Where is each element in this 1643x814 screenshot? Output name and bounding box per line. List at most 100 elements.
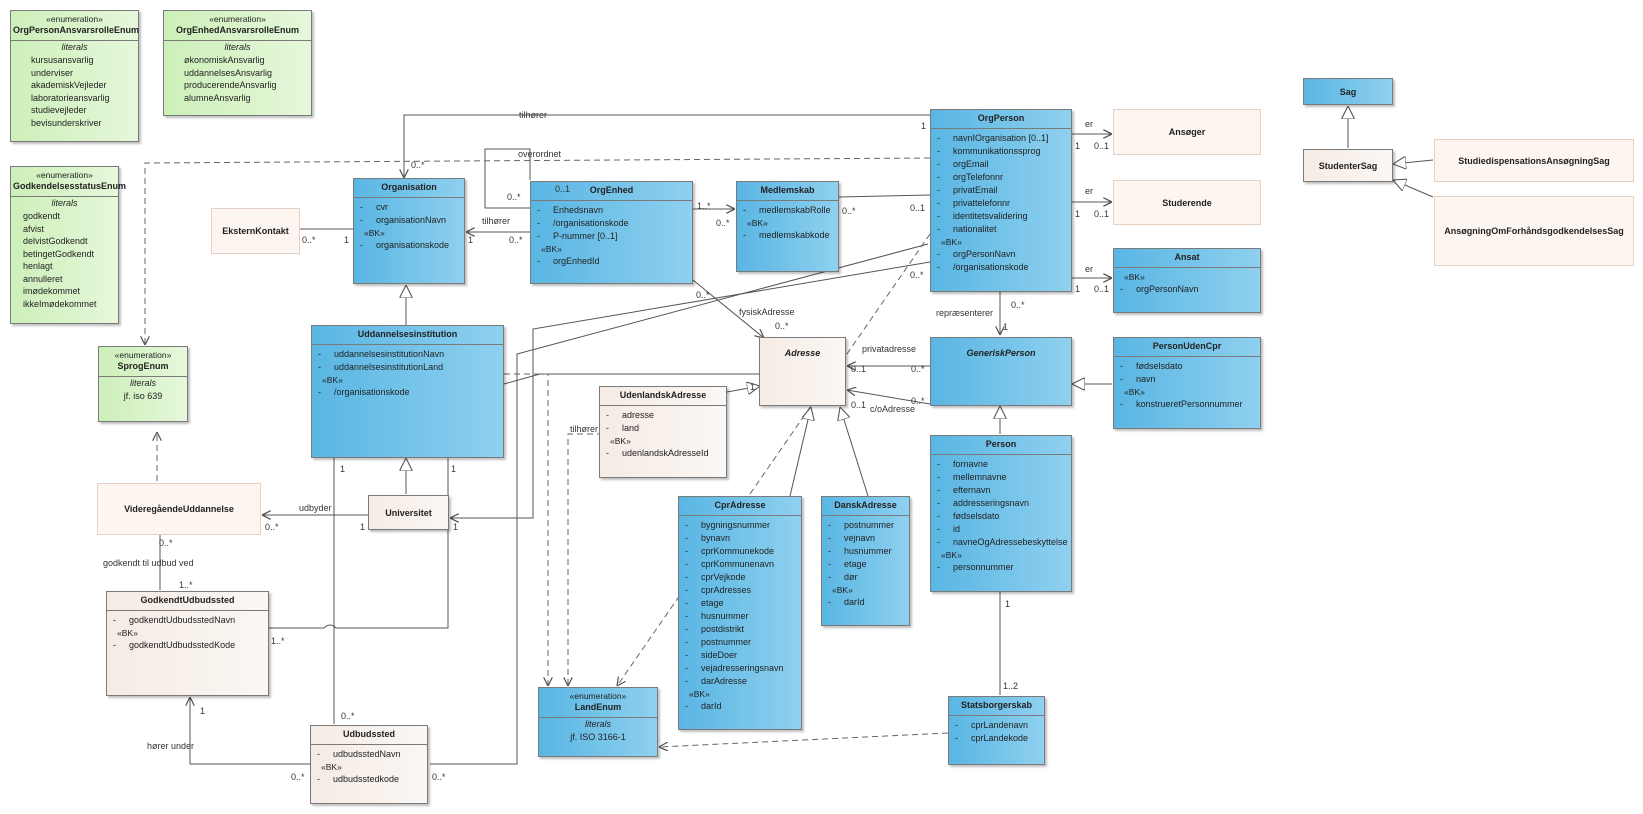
attribute: -konstrueretPersonnummer <box>1120 399 1243 409</box>
class-name: EksternKontakt <box>222 226 289 236</box>
enum-land: «enumeration» LandEnum literals jf. ISO … <box>538 687 658 757</box>
attribute: -bynavn <box>685 533 731 543</box>
literals-label: literals <box>51 198 78 208</box>
class-name: SprogEnum <box>99 360 187 377</box>
attribute: -husnummer <box>685 611 749 621</box>
multiplicity: 0..* <box>291 772 305 782</box>
role-label: tilhører <box>482 216 511 226</box>
multiplicity: 0..1 <box>555 184 571 194</box>
attribute: -/organisationskode <box>318 387 410 397</box>
attribute: -privattelefonnr <box>937 198 1011 208</box>
attribute: -orgPersonNavn <box>937 249 1016 259</box>
class-studerende: Studerende <box>1113 180 1261 225</box>
class-ansoger: Ansøger <box>1113 109 1261 155</box>
class-name: Statsborgerskab <box>949 697 1044 716</box>
class-name: GodkendelsesstatusEnum <box>11 180 126 197</box>
multiplicity: 1 <box>451 464 457 474</box>
bk-stereotype: «BK» <box>832 585 853 595</box>
class-name: AnsøgningOmForhåndsgodkendelsesSag <box>1444 226 1624 236</box>
bk-stereotype: «BK» <box>941 237 962 247</box>
class-name: Studerende <box>1162 197 1212 208</box>
bk-stereotype: «BK» <box>321 762 342 772</box>
attribute: -identitetsvalidering <box>937 211 1028 221</box>
attribute: -fornavne <box>937 459 989 469</box>
multiplicity: 1 <box>344 235 350 245</box>
attribute: -/organisationskode <box>537 218 629 228</box>
stereotype: «enumeration» <box>36 170 93 180</box>
class-studiedispensationsansogningsag: StudiedispensationsAnsøgningSag <box>1434 139 1634 182</box>
class-name: OrgPersonAnsvarsrolleEnum <box>11 24 139 41</box>
class-ansogningomforhandsgodkendelsessag: AnsøgningOmForhåndsgodkendelsesSag <box>1434 196 1634 266</box>
attribute: -godkendtUdbudsstedKode <box>113 640 236 650</box>
bk-stereotype: «BK» <box>117 628 138 638</box>
class-statsborgerskab: Statsborgerskab -cprLandenavn -cprLandek… <box>948 696 1045 765</box>
dep-orgperson-sprogenum <box>145 157 931 345</box>
multiplicity: 1 <box>1005 599 1011 609</box>
attribute: -mellemnavne <box>937 472 1007 482</box>
dep-uddannelses-landenum <box>504 373 548 686</box>
attribute: -etage <box>828 559 867 569</box>
attribute: -orgTelefonnr <box>937 172 1004 182</box>
bk-stereotype: «BK» <box>689 689 710 699</box>
class-name: GodkendtUdbudssted <box>107 592 268 611</box>
attribute: -bygningsnummer <box>685 520 771 530</box>
multiplicity: 1 <box>1075 209 1081 219</box>
class-godkendtudbudssted: GodkendtUdbudssted -godkendtUdbudsstedNa… <box>106 591 269 696</box>
class-adresse: Adresse <box>759 337 846 406</box>
class-person: Person -fornavne -mellemnavne -efternavn… <box>930 435 1072 592</box>
role-label: tilhører <box>570 424 599 434</box>
enum-sprog: «enumeration» SprogEnum literals jf. iso… <box>98 346 188 422</box>
attribute: -cprLandenavn <box>955 720 1029 730</box>
multiplicity: 0..1 <box>1094 209 1110 219</box>
literals-label: literals <box>61 42 88 52</box>
multiplicity: 1 <box>1075 141 1081 151</box>
attribute: -udenlandskAdresseId <box>606 448 709 458</box>
attribute: -uddannelsesinstitutionLand <box>318 362 444 372</box>
class-ansat: Ansat «BK» -orgPersonNavn <box>1113 248 1261 313</box>
multiplicity: 0..* <box>1011 300 1025 310</box>
attribute: -uddannelsesinstitutionNavn <box>318 349 445 359</box>
multiplicity: 0..* <box>302 235 316 245</box>
attribute: -cvr <box>360 202 388 212</box>
attribute: -P-nummer [0..1] <box>537 231 618 241</box>
role-label: godkendt til udbud ved <box>103 558 194 568</box>
role-label: c/oAdresse <box>870 404 916 414</box>
attribute: -sideDoer <box>685 650 738 660</box>
class-name: VideregåendeUddannelse <box>124 504 234 514</box>
multiplicity: 0..1 <box>910 203 926 213</box>
attribute: -udbudsstedNavn <box>317 749 401 759</box>
multiplicity: 1 <box>750 382 756 392</box>
attribute: -darAdresse <box>685 676 748 686</box>
attribute: -postnummer <box>828 520 895 530</box>
bk-stereotype: «BK» <box>364 228 385 238</box>
attribute: -cprKommunenavn <box>685 559 775 569</box>
class-organisation: Organisation -cvr -organisationNavn «BK»… <box>353 178 465 284</box>
multiplicity: 1 <box>453 522 459 532</box>
attribute: -Enhedsnavn <box>537 205 604 215</box>
stereotype: «enumeration» <box>46 14 103 24</box>
stereotype: «enumeration» <box>114 350 172 360</box>
class-personudencpr: PersonUdenCpr -fødselsdato -navn «BK» -k… <box>1113 337 1261 429</box>
class-name: OrgEnhedAnsvarsrolleEnum <box>164 24 311 41</box>
class-eksternkontakt: EksternKontakt <box>211 208 300 254</box>
attribute: -orgEnhedId <box>537 256 600 266</box>
bk-stereotype: «BK» <box>322 375 343 385</box>
bk-stereotype: «BK» <box>541 244 562 254</box>
attribute: -darId <box>828 597 865 607</box>
attribute: -cprVejkode <box>685 572 746 582</box>
class-generiskperson: GeneriskPerson <box>930 337 1072 406</box>
attribute: -cprLandekode <box>955 733 1029 743</box>
multiplicity: 0..* <box>911 396 925 406</box>
class-name: Ansat <box>1114 249 1260 268</box>
bk-stereotype: «BK» <box>1124 272 1145 282</box>
class-name: Person <box>931 436 1071 455</box>
multiplicity: 0..* <box>509 235 523 245</box>
attribute: -cprKommunekode <box>685 546 775 556</box>
attribute: -/organisationskode <box>937 262 1029 272</box>
multiplicity: 1 <box>200 706 206 716</box>
class-uddannelsesinstitution: Uddannelsesinstitution -uddannelsesinsti… <box>311 325 504 458</box>
attribute: -husnummer <box>828 546 892 556</box>
literal: producerendeAnsvarlig <box>184 80 277 90</box>
class-name: Ansøger <box>1168 127 1206 137</box>
